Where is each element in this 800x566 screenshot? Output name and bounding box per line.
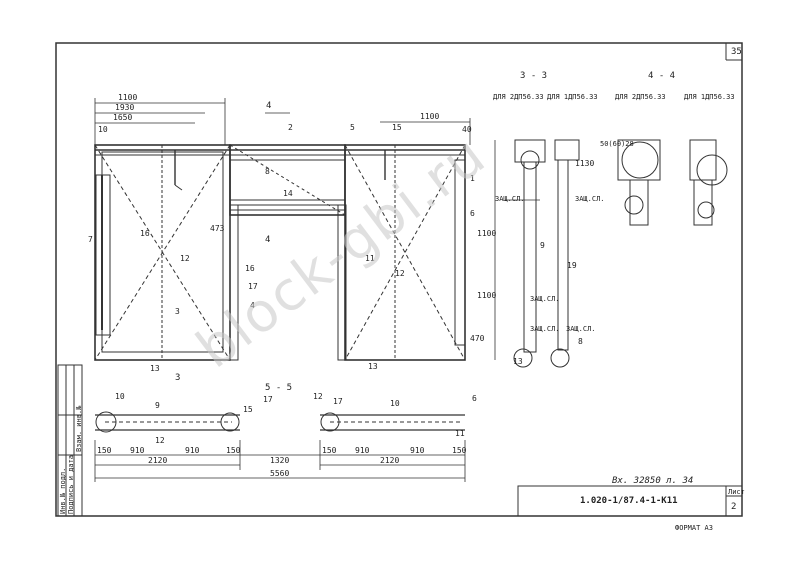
pos-mark-7: 7 xyxy=(88,235,93,244)
pos-mark-13: 13 xyxy=(150,364,160,373)
pos-mark-16: 16 xyxy=(140,229,150,238)
pos-mark-12b: 12 xyxy=(395,269,405,278)
bottom-bar-right xyxy=(320,412,465,432)
bottom-bar-left xyxy=(95,411,240,433)
pos-mark-12c: 12 xyxy=(155,436,165,445)
panel-right-elevation xyxy=(344,144,466,361)
section-3-3 xyxy=(494,139,580,368)
dim-150-c: 150 xyxy=(322,446,337,455)
format-label: ФОРМАТ А3 xyxy=(675,524,713,532)
page-number: 35 xyxy=(731,47,742,57)
pos-mark-4: 4 xyxy=(250,301,255,310)
section-3-3-left-label: ДЛЯ 2ДП56.33 xyxy=(493,93,544,101)
dim-1130: 1130 xyxy=(575,159,595,168)
pos-mark-10b: 10 xyxy=(390,399,400,408)
dim-1100-a: 1100 xyxy=(118,93,138,102)
dim-470: 470 xyxy=(470,334,485,343)
dim-1100-v2: 1100 xyxy=(477,291,497,300)
pos-mark-19: 19 xyxy=(567,261,577,270)
dim-910-c: 910 xyxy=(355,446,370,455)
pos-mark-13b: 13 xyxy=(368,362,378,371)
dim-910-a: 910 xyxy=(130,446,145,455)
dim-910-b: 910 xyxy=(185,446,200,455)
panel-middle-beam xyxy=(229,144,347,361)
dim-150-a: 150 xyxy=(97,446,112,455)
dim-5560: 5560 xyxy=(270,469,290,478)
dim-10: 10 xyxy=(98,125,108,134)
outer-frame xyxy=(55,42,743,517)
dim-1930: 1930 xyxy=(115,103,135,112)
section-4-4-left-label: ДЛЯ 2ДП56.33 xyxy=(615,93,666,101)
stamp-signature-date: Подпись и дата xyxy=(67,454,75,514)
section-3-3-right-label: ДЛЯ 1ДП56.33 xyxy=(547,93,598,101)
inventory-number: Вх. 32850 л. 34 xyxy=(612,476,694,486)
dim-1650: 1650 xyxy=(113,113,133,122)
dim-1100-b: 1100 xyxy=(420,112,440,121)
section-mark-5-5: 5 - 5 xyxy=(265,383,293,393)
dim-1100-v: 1100 xyxy=(477,229,497,238)
section-4-4-right-label: ДЛЯ 1ДП56.33 xyxy=(684,93,735,101)
dim-2120-b: 2120 xyxy=(380,456,400,465)
pos-mark-6b: 6 xyxy=(472,394,477,403)
pos-mark-8: 8 xyxy=(265,167,270,176)
dim-150-d: 150 xyxy=(452,446,467,455)
pos-mark-17: 17 xyxy=(248,282,258,291)
sheet-code: 1.020-1/87.4-1-К11 xyxy=(580,496,678,506)
dim-40: 40 xyxy=(462,125,472,134)
protective-layer-label: ЗАЩ.СЛ. xyxy=(495,195,525,203)
protective-layer-label-3: ЗАЩ.СЛ. xyxy=(530,295,560,303)
sheet-label: Лист xyxy=(728,488,745,496)
section-3-3-title: 3 - 3 xyxy=(520,71,548,81)
pos-mark-14: 14 xyxy=(283,189,293,198)
pos-mark-12d: 12 xyxy=(313,392,323,401)
dim-50-60-28: 50(60)28 xyxy=(600,140,634,148)
stamp-replacement-inv: Взам. инв.№ xyxy=(75,405,83,452)
bottom-dimensions xyxy=(94,440,466,482)
side-stamp-strip xyxy=(57,364,83,517)
pos-mark-1: 1 xyxy=(470,174,475,183)
pos-mark-11: 11 xyxy=(365,254,375,263)
pos-mark-12: 12 xyxy=(180,254,190,263)
pos-mark-3: 3 xyxy=(175,307,180,316)
pos-mark-15b: 15 xyxy=(243,405,253,414)
pos-mark-11b: 11 xyxy=(455,429,465,438)
section-mark-4-mid: 4 xyxy=(265,235,271,245)
stamp-inv-original: Инв.№ подл. xyxy=(59,467,67,514)
section-4-4 xyxy=(617,139,728,226)
pos-mark-15: 15 xyxy=(392,123,402,132)
section-mark-3-bottom: 3 xyxy=(175,373,181,383)
dim-910-d: 910 xyxy=(410,446,425,455)
sheet-number: 2 xyxy=(731,502,737,512)
dim-473: 473 xyxy=(210,224,225,233)
dim-2120-a: 2120 xyxy=(148,456,168,465)
pos-mark-2: 2 xyxy=(288,123,293,132)
pos-mark-6: 6 xyxy=(470,209,475,218)
pos-mark-8b: 8 xyxy=(578,337,583,346)
pos-mark-17c: 17 xyxy=(333,397,343,406)
pos-mark-13c: 13 xyxy=(513,357,523,366)
pos-mark-10: 10 xyxy=(115,392,125,401)
pos-mark-9b: 9 xyxy=(155,401,160,410)
title-block xyxy=(517,485,743,517)
protective-layer-label-2: ЗАЩ.СЛ. xyxy=(575,195,605,203)
protective-layer-label-4: ЗАЩ.СЛ. xyxy=(530,325,560,333)
dim-150-b: 150 xyxy=(226,446,241,455)
protective-layer-label-5: ЗАЩ.СЛ. xyxy=(566,325,596,333)
pos-mark-5: 5 xyxy=(350,123,355,132)
pos-mark-16b: 16 xyxy=(245,264,255,273)
pos-mark-17b: 17 xyxy=(263,395,273,404)
top-dimensions xyxy=(94,98,471,145)
section-4-4-title: 4 - 4 xyxy=(648,71,676,81)
pos-mark-9: 9 xyxy=(540,241,545,250)
dim-1320: 1320 xyxy=(270,456,290,465)
section-mark-4-top: 4 xyxy=(266,101,272,111)
